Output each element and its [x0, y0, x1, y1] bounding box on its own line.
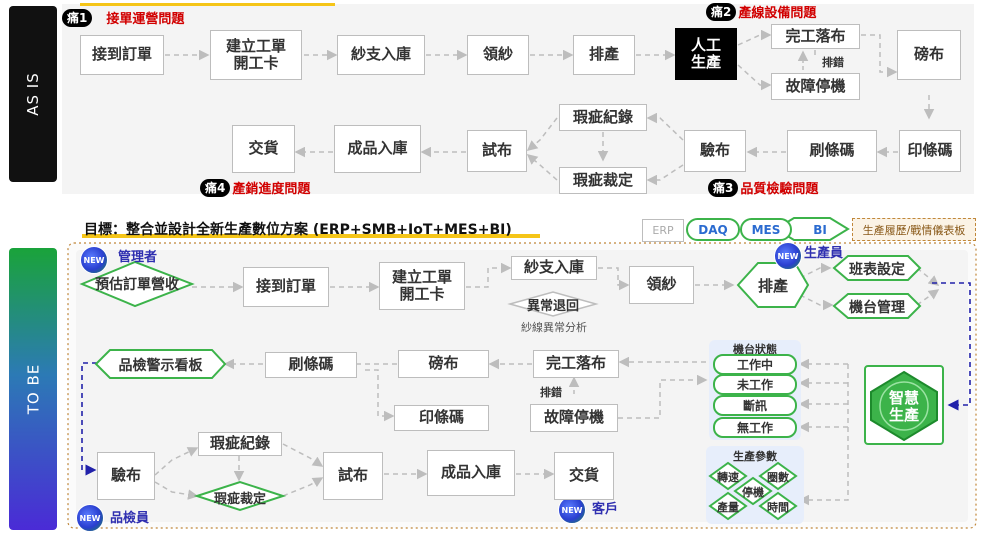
role-manager: 管理者 — [118, 250, 158, 265]
param-speed-diamond — [708, 461, 748, 491]
new-badge-manager: NEW — [80, 246, 108, 274]
param-laps: 圈數 — [767, 471, 789, 484]
goal-title: 目標：整合並設計全新生產數位方案 (ERP+SMB+IoT+MES+BI) — [84, 222, 512, 238]
pain-1: 痛1 接單運營問題 — [62, 8, 184, 27]
tobe-abnormal-return: 異常退回 — [526, 299, 579, 314]
params-title: 生產參數 — [733, 450, 777, 463]
param-output: 產量 — [717, 501, 739, 514]
dashboard-label: 生產履歷/戰情儀表板 — [852, 218, 976, 241]
tobe-create-card: 建立工單 開工卡 — [379, 262, 465, 310]
tobe-deliver: 交貨 — [554, 452, 614, 500]
pain-2: 痛2 產線設備問題 — [706, 2, 816, 21]
tobe-weigh: 磅布 — [398, 350, 489, 378]
role-customer: 客戶 — [592, 502, 619, 517]
system-erp: ERP — [642, 219, 684, 242]
as-is-pick-yarn: 領紗 — [467, 35, 529, 75]
as-is-receive-order: 接到訂單 — [80, 35, 164, 75]
param-time-diamond — [758, 491, 798, 521]
as-is-complete: 完工落布 — [771, 24, 860, 49]
tobe-forecast: 預估訂單營收 — [95, 277, 179, 293]
as-is-finished-in: 成品入庫 — [334, 125, 421, 173]
param-output-diamond — [708, 491, 748, 521]
role-inspector: 品檢員 — [110, 511, 150, 526]
tobe-brush-code: 刷條碼 — [265, 352, 357, 378]
to-be-side-label: TO BE — [9, 248, 57, 530]
system-mes: MES — [740, 218, 792, 241]
tobe-smart-production: 智慧 生產 — [888, 389, 919, 425]
param-time: 時間 — [767, 501, 789, 514]
pain-3-text: 品質檢驗問題 — [740, 182, 819, 197]
as-is-side-text: AS IS — [24, 72, 42, 116]
as-is-side-label: AS IS — [9, 6, 57, 182]
tobe-troubleshoot: 排錯 — [540, 386, 562, 399]
machine-status-offline: 斷訊 — [713, 395, 797, 416]
tobe-schedule: 排產 — [757, 277, 788, 295]
tobe-yarn-analysis: 紗線異常分析 — [521, 321, 587, 334]
as-is-deliver: 交貨 — [232, 125, 295, 173]
tobe-defect-judge: 瑕疵裁定 — [213, 492, 266, 507]
tobe-defect-record: 瑕疵紀錄 — [198, 432, 282, 456]
system-bi: BI — [813, 222, 827, 237]
tobe-finished-in: 成品入庫 — [427, 450, 515, 496]
pain-3-tag: 痛3 — [708, 178, 739, 197]
machine-status-nojob: 無工作 — [713, 417, 797, 438]
system-daq: DAQ — [686, 218, 740, 241]
as-is-trial: 試布 — [467, 130, 527, 172]
tobe-pick-yarn: 領紗 — [629, 266, 694, 304]
as-is-create-card: 建立工單 開工卡 — [210, 30, 302, 80]
role-producer: 生產員 — [804, 246, 844, 261]
as-is-fault: 故障停機 — [771, 73, 860, 100]
as-is-brush-code: 刷條碼 — [787, 130, 877, 172]
pain-3: 痛3 品質檢驗問題 — [708, 178, 818, 197]
machine-status-title: 機台狀態 — [733, 343, 777, 356]
tobe-yarn-in: 紗支入庫 — [511, 256, 597, 280]
tobe-machine-mgmt: 機台管理 — [849, 300, 905, 316]
param-speed: 轉速 — [717, 471, 739, 484]
qc-board-hex — [94, 349, 227, 379]
as-is-troubleshoot: 排錯 — [822, 56, 844, 69]
defect-judge-diamond — [193, 480, 287, 512]
pain-4-tag: 痛4 — [200, 178, 231, 197]
machine-status-working: 工作中 — [713, 354, 797, 375]
as-is-schedule: 排產 — [573, 35, 635, 75]
as-is-weigh: 磅布 — [897, 30, 961, 80]
pain-1-text: 接單運營問題 — [106, 12, 185, 27]
as-is-manual-production: 人工 生產 — [675, 28, 737, 80]
param-laps-diamond — [758, 461, 798, 491]
machine-hex — [832, 293, 922, 319]
abnormal-return-diamond — [507, 291, 599, 317]
as-is-defect-judge: 瑕疵裁定 — [559, 167, 647, 194]
pain-2-tag: 痛2 — [706, 2, 737, 21]
tobe-complete: 完工落布 — [533, 350, 619, 378]
pain-2-text: 產線設備問題 — [738, 6, 817, 21]
pain-4-text: 產銷進度問題 — [232, 182, 311, 197]
schedule-hex — [736, 262, 810, 308]
tobe-qc-board: 品檢警示看板 — [118, 358, 203, 374]
tobe-print-code: 印條碼 — [394, 405, 489, 431]
as-is-print-code: 印條碼 — [899, 130, 961, 172]
shift-hex — [832, 255, 922, 281]
new-badge-inspector: NEW — [76, 504, 104, 532]
as-is-defect-record: 瑕疵紀錄 — [559, 104, 647, 131]
as-is-yarn-in: 紗支入庫 — [337, 35, 425, 75]
tobe-fault: 故障停機 — [530, 404, 618, 432]
tobe-receive-order: 接到訂單 — [243, 267, 329, 307]
new-badge-producer: NEW — [774, 242, 802, 270]
tobe-inspect: 驗布 — [97, 452, 155, 500]
param-stop: 停機 — [742, 486, 764, 499]
forecast-diamond — [79, 260, 195, 308]
as-is-inspect: 驗布 — [684, 130, 746, 172]
pain-1-tag: 痛1 — [62, 8, 93, 27]
tobe-shift-setting: 班表設定 — [849, 262, 905, 278]
pain-4: 痛4 產銷進度問題 — [200, 178, 310, 197]
param-stop-diamond — [733, 476, 773, 506]
tobe-trial: 試布 — [323, 452, 383, 500]
to-be-side-text: TO BE — [24, 363, 43, 415]
machine-status-idle: 未工作 — [713, 374, 797, 395]
new-badge-customer: NEW — [558, 496, 586, 524]
